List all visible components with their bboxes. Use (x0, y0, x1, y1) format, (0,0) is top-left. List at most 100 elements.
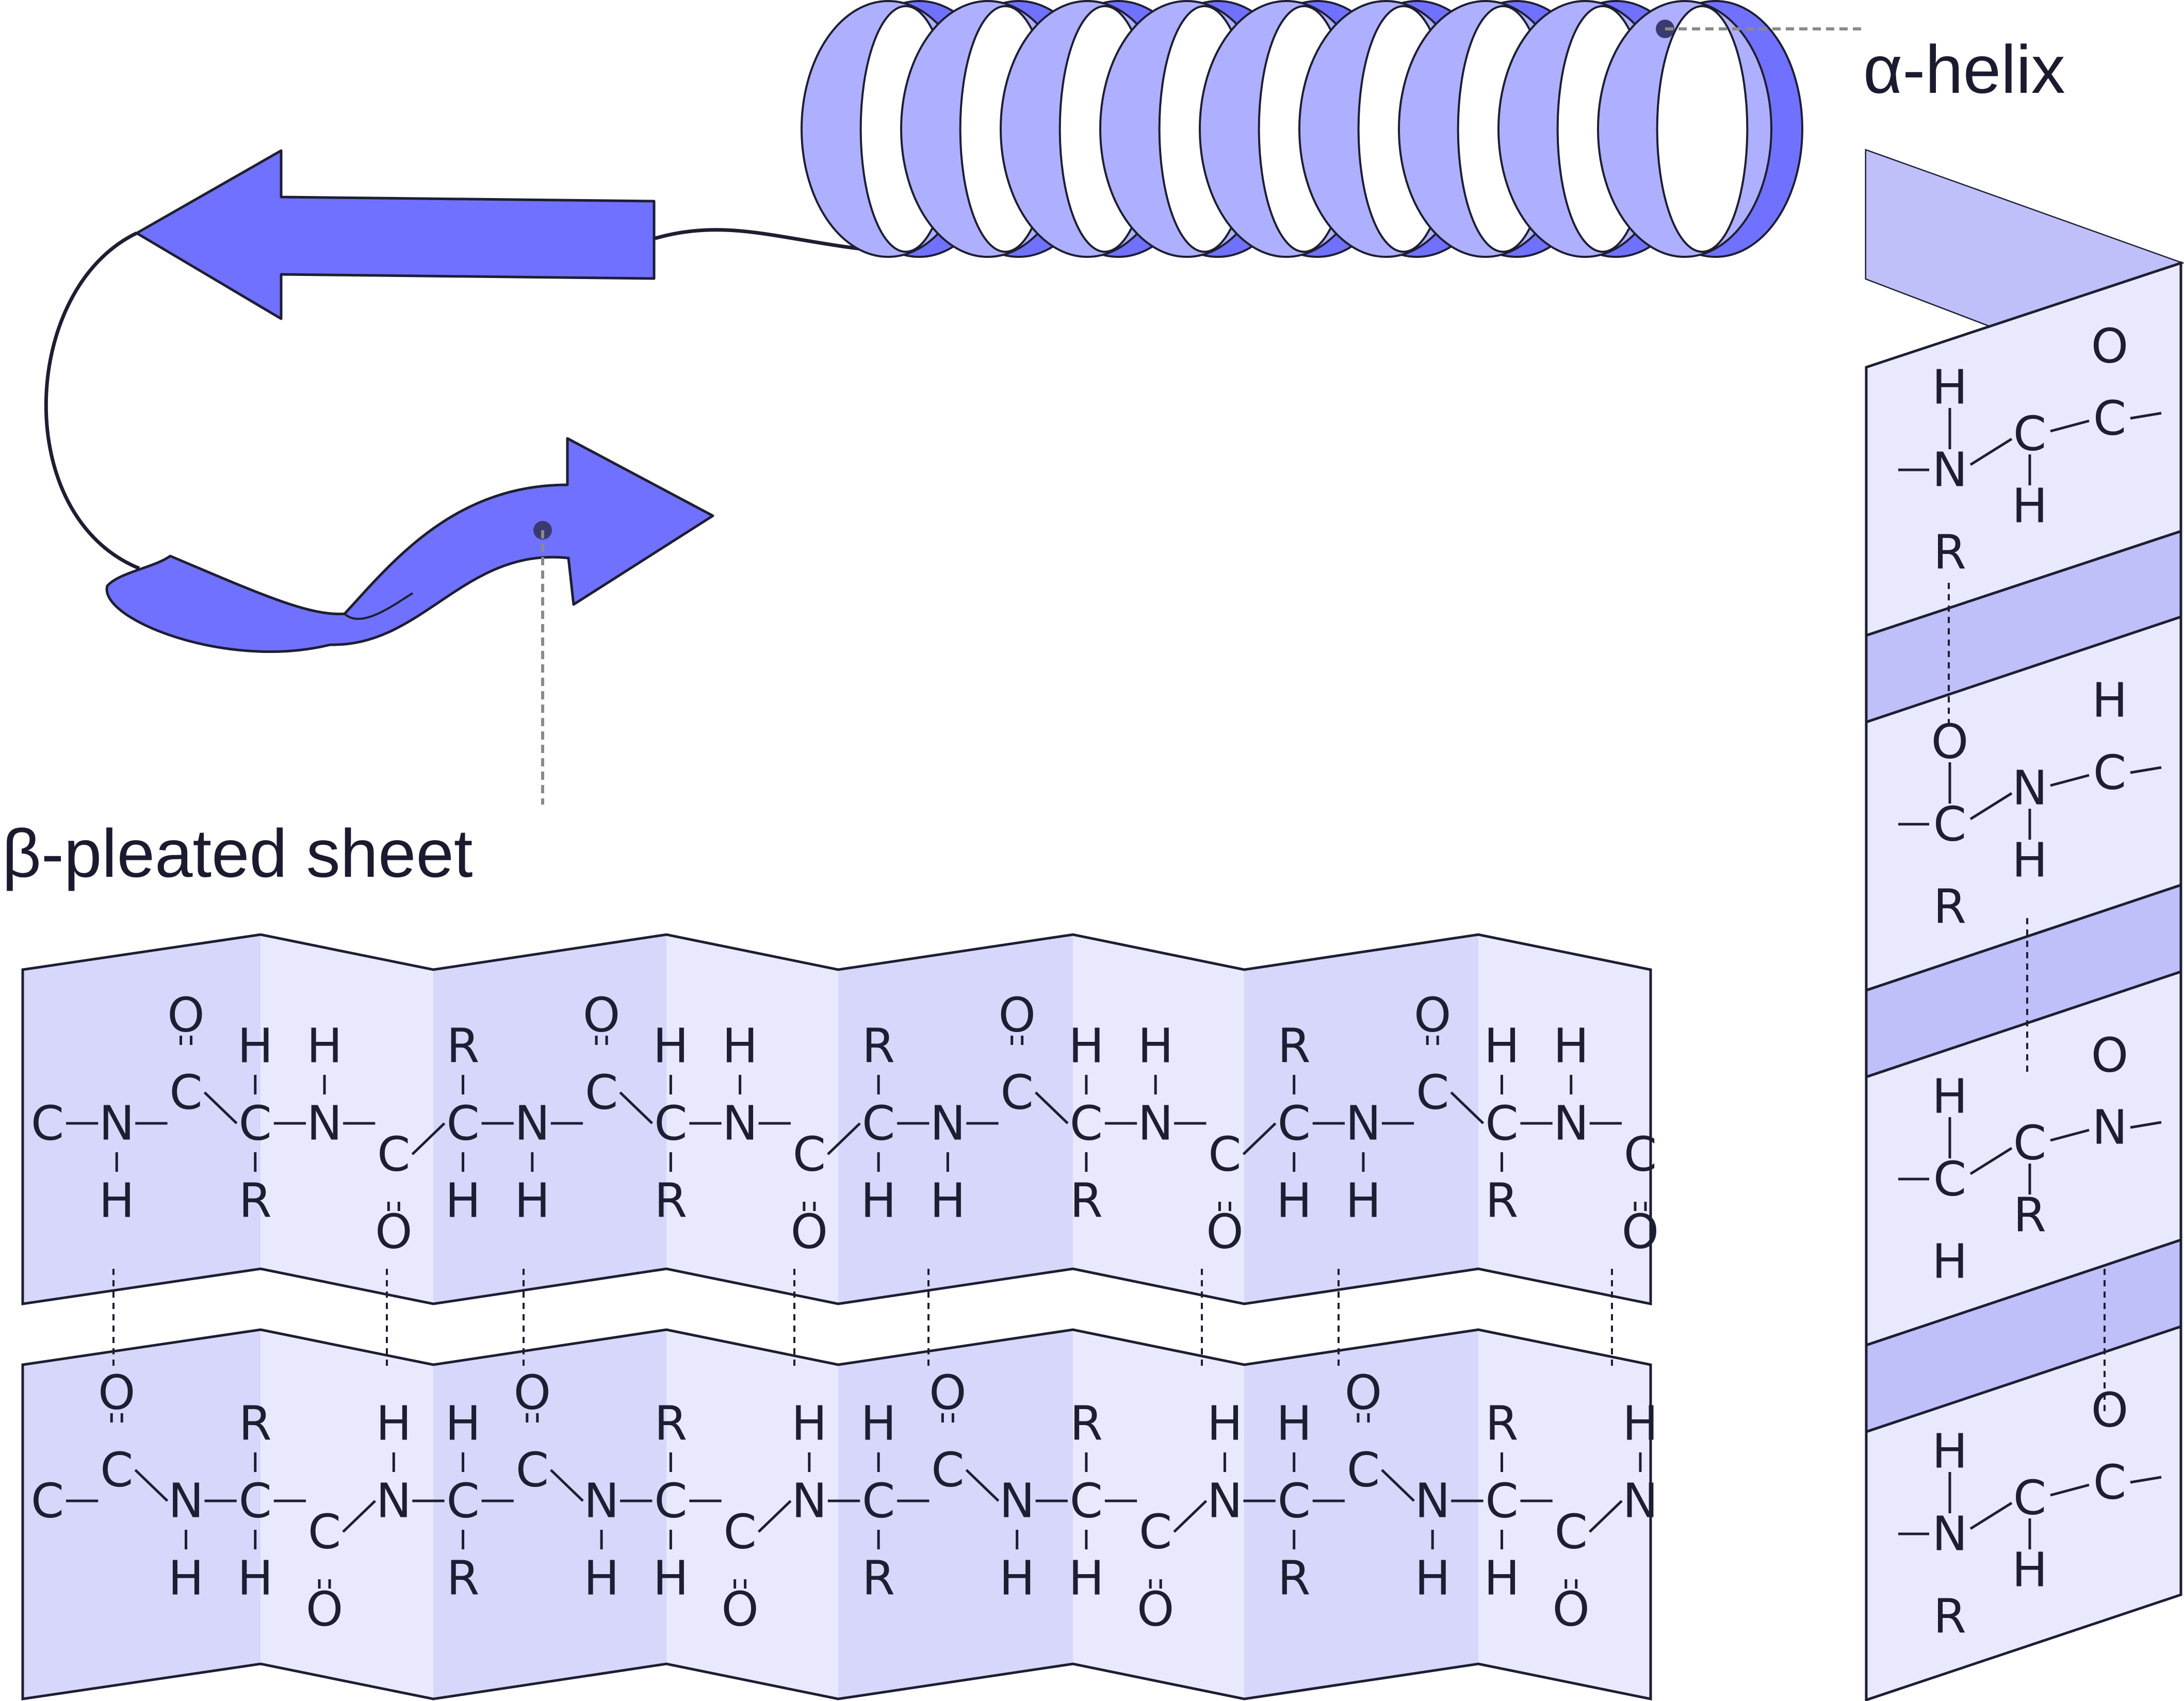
substituent-atom: O (1414, 988, 1451, 1043)
sheet-pleat (433, 935, 666, 1304)
sheet-pleat (1478, 1330, 1651, 1699)
helix-atom: H (2012, 479, 2047, 534)
substituent-atom: R (654, 1396, 687, 1451)
backbone-atom: C (169, 1065, 202, 1120)
bond (1969, 792, 2013, 821)
backbone-bond (411, 1122, 446, 1155)
backbone-atom: N (307, 1096, 343, 1151)
backbone-atom: C (862, 1474, 895, 1529)
backbone-bond (550, 1469, 584, 1502)
substituent-atom: H (1068, 1551, 1104, 1606)
backbone-atom: C (446, 1474, 479, 1529)
strand-top-outline (21, 933, 1652, 1306)
backbone-atom: N (791, 1474, 827, 1529)
bond (2050, 774, 2090, 787)
backbone-atom: N (1346, 1096, 1381, 1151)
backbone-atom: N (514, 1096, 550, 1151)
backbone-atom: C (31, 1474, 64, 1529)
substituent-atom: H (1553, 1019, 1589, 1074)
backbone-atom: N (1553, 1096, 1589, 1151)
substituent-atom: H (306, 1019, 342, 1074)
helix-atom: O (2091, 1383, 2128, 1438)
helix-atom: N (1932, 1507, 1968, 1562)
helix-atom: N (2012, 761, 2048, 816)
alpha-helix-coil (801, 0, 1803, 258)
helix-atom: H (1932, 360, 1967, 415)
substituent-atom: R (1486, 1396, 1519, 1451)
backbone-bond (619, 1091, 654, 1124)
substituent-atom: O (1345, 1365, 1382, 1420)
substituent-atom: H (1276, 1396, 1312, 1451)
substituent-atom: R (447, 1019, 480, 1074)
substituent-atom: R (1070, 1396, 1103, 1451)
substituent-atom: H (1068, 1019, 1104, 1074)
substituent-atom: H (168, 1551, 204, 1606)
sheet-pleat (23, 1330, 260, 1699)
backbone-atom: C (1555, 1504, 1588, 1560)
sheet-pleat (838, 1330, 1073, 1699)
substituent-atom: H (1138, 1019, 1174, 1074)
substituent-atom: O (1553, 1582, 1590, 1637)
ribbon-cartoon (44, 149, 888, 805)
backbone-bond (1034, 1091, 1069, 1124)
substituent-atom: R (1486, 1173, 1519, 1229)
substituent-atom: H (445, 1396, 481, 1451)
backbone-atom: N (168, 1474, 204, 1529)
substituent-atom: H (1207, 1396, 1243, 1451)
backbone-atom: C (1070, 1474, 1103, 1529)
backbone-atom: C (1416, 1065, 1449, 1120)
backbone-bond (965, 1469, 1000, 1502)
substituent-atom: H (861, 1396, 897, 1451)
sheet-pleat (1073, 935, 1244, 1304)
backbone-atom: C (377, 1127, 410, 1182)
bond (1969, 1501, 2013, 1530)
backbone-atom: C (1624, 1127, 1657, 1182)
helix-atom: C (1933, 1152, 1966, 1207)
substituent-atom: H (99, 1173, 135, 1229)
backbone-atom: C (654, 1474, 687, 1529)
beta-strand-arrow-bottom (105, 437, 714, 653)
substituent-atom: H (791, 1396, 827, 1451)
beta-strand-twist-edge (344, 592, 414, 620)
helix-atom: O (2091, 1028, 2128, 1083)
backbone-atom: C (239, 1096, 272, 1151)
helix-atom: H (2012, 1543, 2047, 1598)
substituent-atom: H (653, 1551, 689, 1606)
backbone-atom: C (723, 1504, 756, 1560)
loop-backbone (44, 231, 140, 570)
backbone-atom: C (793, 1127, 826, 1182)
backbone-atom: C (585, 1065, 618, 1120)
helix-atom: C (2093, 391, 2126, 446)
hydrogen-bonds (112, 1269, 1613, 1367)
backbone-bond (827, 1122, 861, 1155)
backbone-atom: C (1278, 1474, 1311, 1529)
substituent-atom: H (1484, 1019, 1520, 1074)
backbone-atom: C (308, 1504, 341, 1560)
backbone-atom: C (1347, 1443, 1380, 1498)
backbone-atom: N (99, 1096, 135, 1151)
bond (2130, 766, 2162, 774)
sheet-pleat (433, 1330, 666, 1699)
substituent-atom: H (237, 1551, 273, 1606)
backbone-atom: N (1415, 1474, 1450, 1529)
bond (2130, 1121, 2162, 1129)
sheet-pleat (666, 1330, 838, 1699)
backbone-atom: C (862, 1096, 895, 1151)
substituent-atom: O (1622, 1204, 1659, 1260)
backbone-atom: C (1001, 1065, 1034, 1120)
helix-atom: H (1932, 1424, 1967, 1479)
backbone-atom: C (1139, 1504, 1172, 1560)
helix-atom: R (1933, 525, 1966, 580)
helix-atom: C (2013, 1470, 2046, 1526)
substituent-atom: R (1070, 1173, 1103, 1229)
strand-bottom-outline (21, 1328, 1652, 1701)
backbone-atom: C (100, 1443, 133, 1498)
helix-atom: R (1933, 1589, 1966, 1644)
strand-top-panels (21, 933, 1652, 1306)
bond (1969, 437, 2013, 466)
substituent-atom: H (861, 1173, 897, 1229)
